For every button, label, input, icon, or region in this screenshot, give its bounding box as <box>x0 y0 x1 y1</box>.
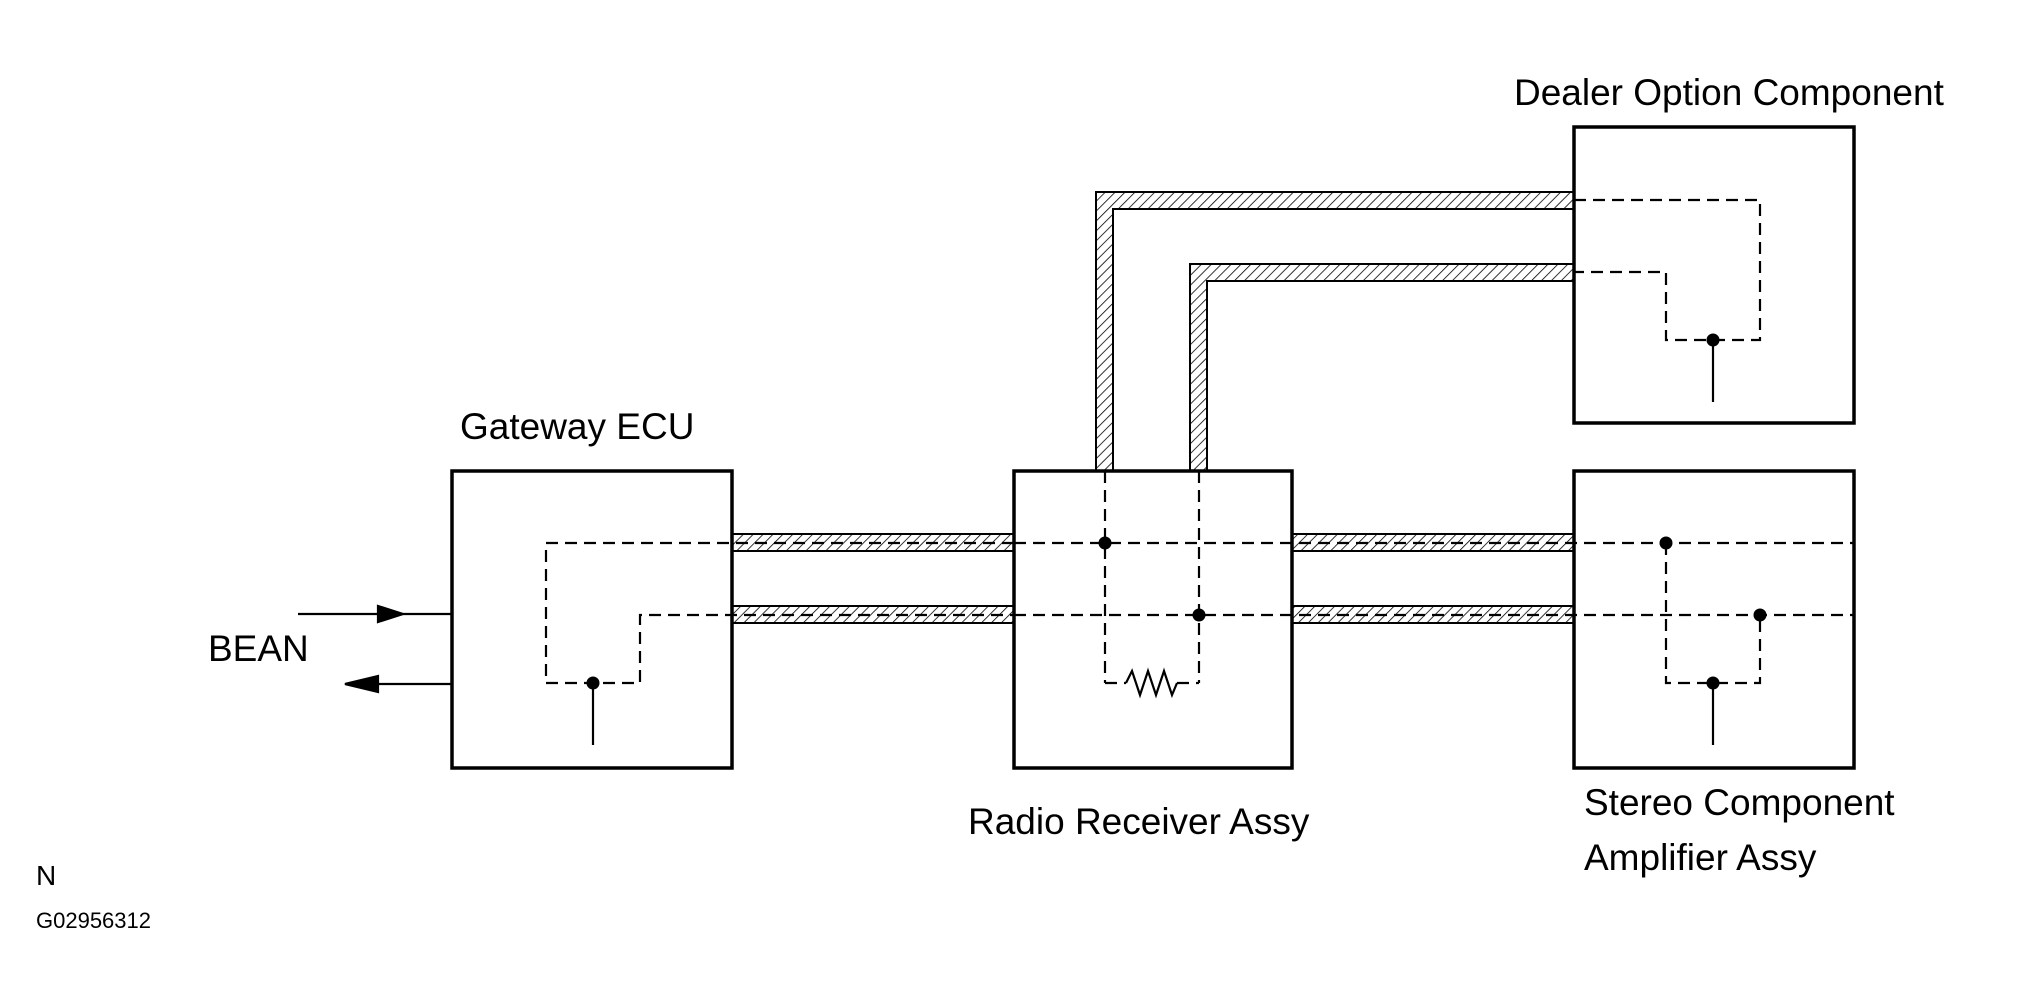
dealer-option-label: Dealer Option Component <box>1514 72 1945 113</box>
bean-label: BEAN <box>208 628 309 669</box>
shield-radio-dealer-inner <box>1189 263 1575 472</box>
gateway-ecu-label: Gateway ECU <box>460 406 694 447</box>
bean-arrow-in-head <box>376 604 407 624</box>
radio-junction-lower <box>1192 608 1206 622</box>
terminating-resistor <box>1125 667 1179 699</box>
shielded-wire-harness <box>731 191 1575 624</box>
bean-arrows <box>298 604 452 694</box>
stereo-bus-loop <box>1664 543 1762 685</box>
radio-receiver-label: Radio Receiver Assy <box>968 801 1310 842</box>
dealer-junction <box>1706 333 1720 347</box>
radio-junction-upper <box>1098 536 1112 550</box>
stereo-amplifier-label-line1: Stereo Component <box>1584 782 1895 823</box>
corner-letter: N <box>36 860 56 891</box>
stereo-amplifier-label-line2: Amplifier Assy <box>1584 837 1817 878</box>
solid-stubs <box>591 340 1715 745</box>
radio-receiver-box <box>1012 469 1294 770</box>
stereo-junction-bottom <box>1706 676 1720 690</box>
figure-code: G02956312 <box>36 908 151 933</box>
shield-radio-dealer-outer <box>1095 191 1575 472</box>
stereo-junction-lower <box>1753 608 1767 622</box>
stereo-amplifier-box <box>1572 469 1856 770</box>
gateway-junction <box>586 676 600 690</box>
gateway-ecu-box <box>450 469 734 770</box>
dealer-bus-line <box>1574 198 1762 342</box>
junction-dots <box>586 333 1767 690</box>
dealer-option-box <box>1572 125 1856 425</box>
stereo-junction-upper <box>1659 536 1673 550</box>
bean-arrow-out-head <box>344 674 380 694</box>
